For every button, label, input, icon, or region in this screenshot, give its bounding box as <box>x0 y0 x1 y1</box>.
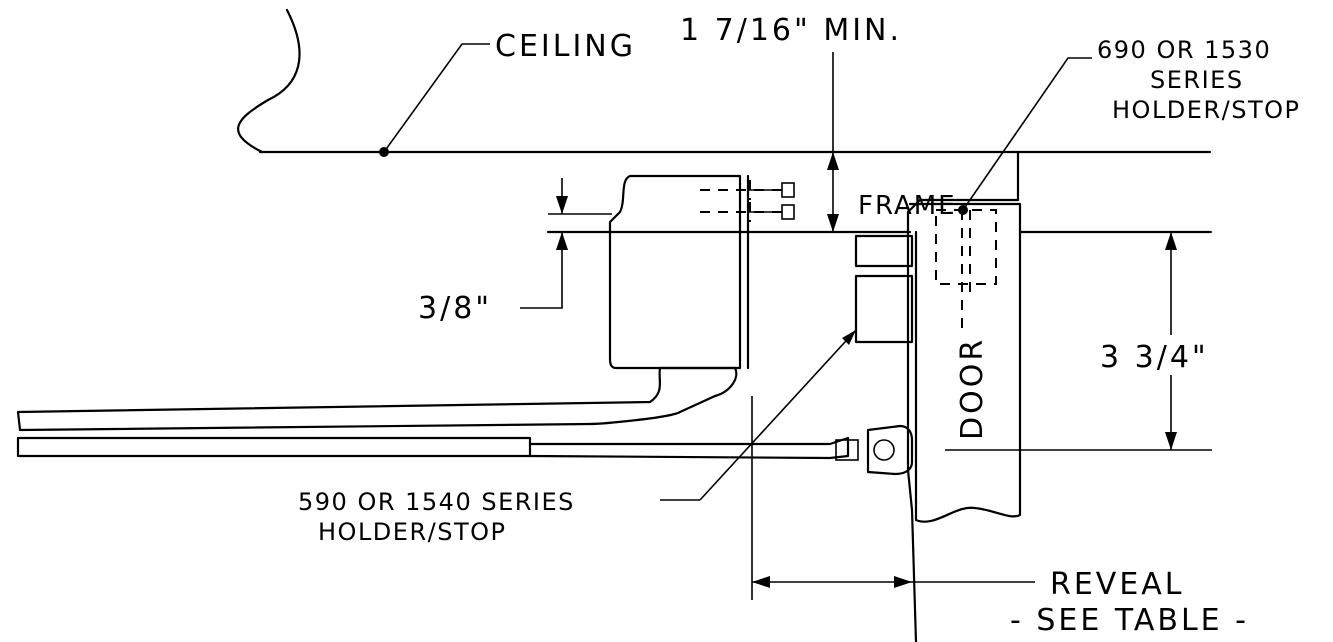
min-clearance-arrow-top <box>827 152 839 170</box>
arm-pivot-pin <box>873 439 895 461</box>
top-holder-leader <box>962 57 1092 211</box>
frame-label: FRAME <box>858 191 957 221</box>
ceiling-leader <box>383 43 490 153</box>
door-dim-arrow-top <box>1165 232 1177 250</box>
top-holder-body <box>935 209 997 285</box>
min-clearance-label: 1 7/16" MIN. <box>680 13 902 48</box>
ceiling-label: CEILING <box>495 29 636 64</box>
door-label: DOOR <box>955 337 990 440</box>
side-holder-top <box>854 234 914 268</box>
offset-dim-line-bottom <box>520 232 563 309</box>
door-dim-arrow-bottom <box>1165 432 1177 450</box>
lower-arm <box>16 436 532 458</box>
offset-arrow-bottom <box>556 232 568 250</box>
closer-body <box>608 174 742 370</box>
screw-head-bottom <box>781 204 795 220</box>
side-holder-label-2: HOLDER/STOP <box>318 518 506 546</box>
reveal-label: REVEAL <box>1050 567 1185 602</box>
top-holder-label-3: HOLDER/STOP <box>1112 96 1300 124</box>
door-dim-label-bg <box>1095 335 1245 375</box>
offset-arrow-top <box>556 196 568 214</box>
side-holder-leader-arrow <box>842 330 856 345</box>
door-leaf <box>914 230 1022 523</box>
reveal-arrow-right <box>894 576 912 588</box>
side-holder-label-1: 590 OR 1540 SERIES <box>298 488 575 516</box>
arm-shoe-bracket <box>866 424 914 476</box>
side-holder-leader <box>699 329 857 501</box>
top-holder-label-1: 690 OR 1530 <box>1097 36 1271 64</box>
screw-head-top <box>781 182 795 198</box>
arm-shoe-plate <box>835 439 859 461</box>
forearm <box>528 436 850 460</box>
reveal-arrow-left <box>752 576 770 588</box>
side-holder-body <box>854 274 914 344</box>
offset-label: 3/8" <box>418 291 492 326</box>
top-holder-label-2: SERIES <box>1150 66 1244 94</box>
ceiling-break-curve <box>237 8 301 154</box>
upper-arm <box>16 366 738 432</box>
door-height-label: 3 3/4" <box>1100 340 1209 375</box>
min-clearance-arrow-bottom <box>827 214 839 232</box>
see-table-label: - SEE TABLE - <box>1010 603 1249 638</box>
frame-stop-profile <box>906 150 1020 642</box>
